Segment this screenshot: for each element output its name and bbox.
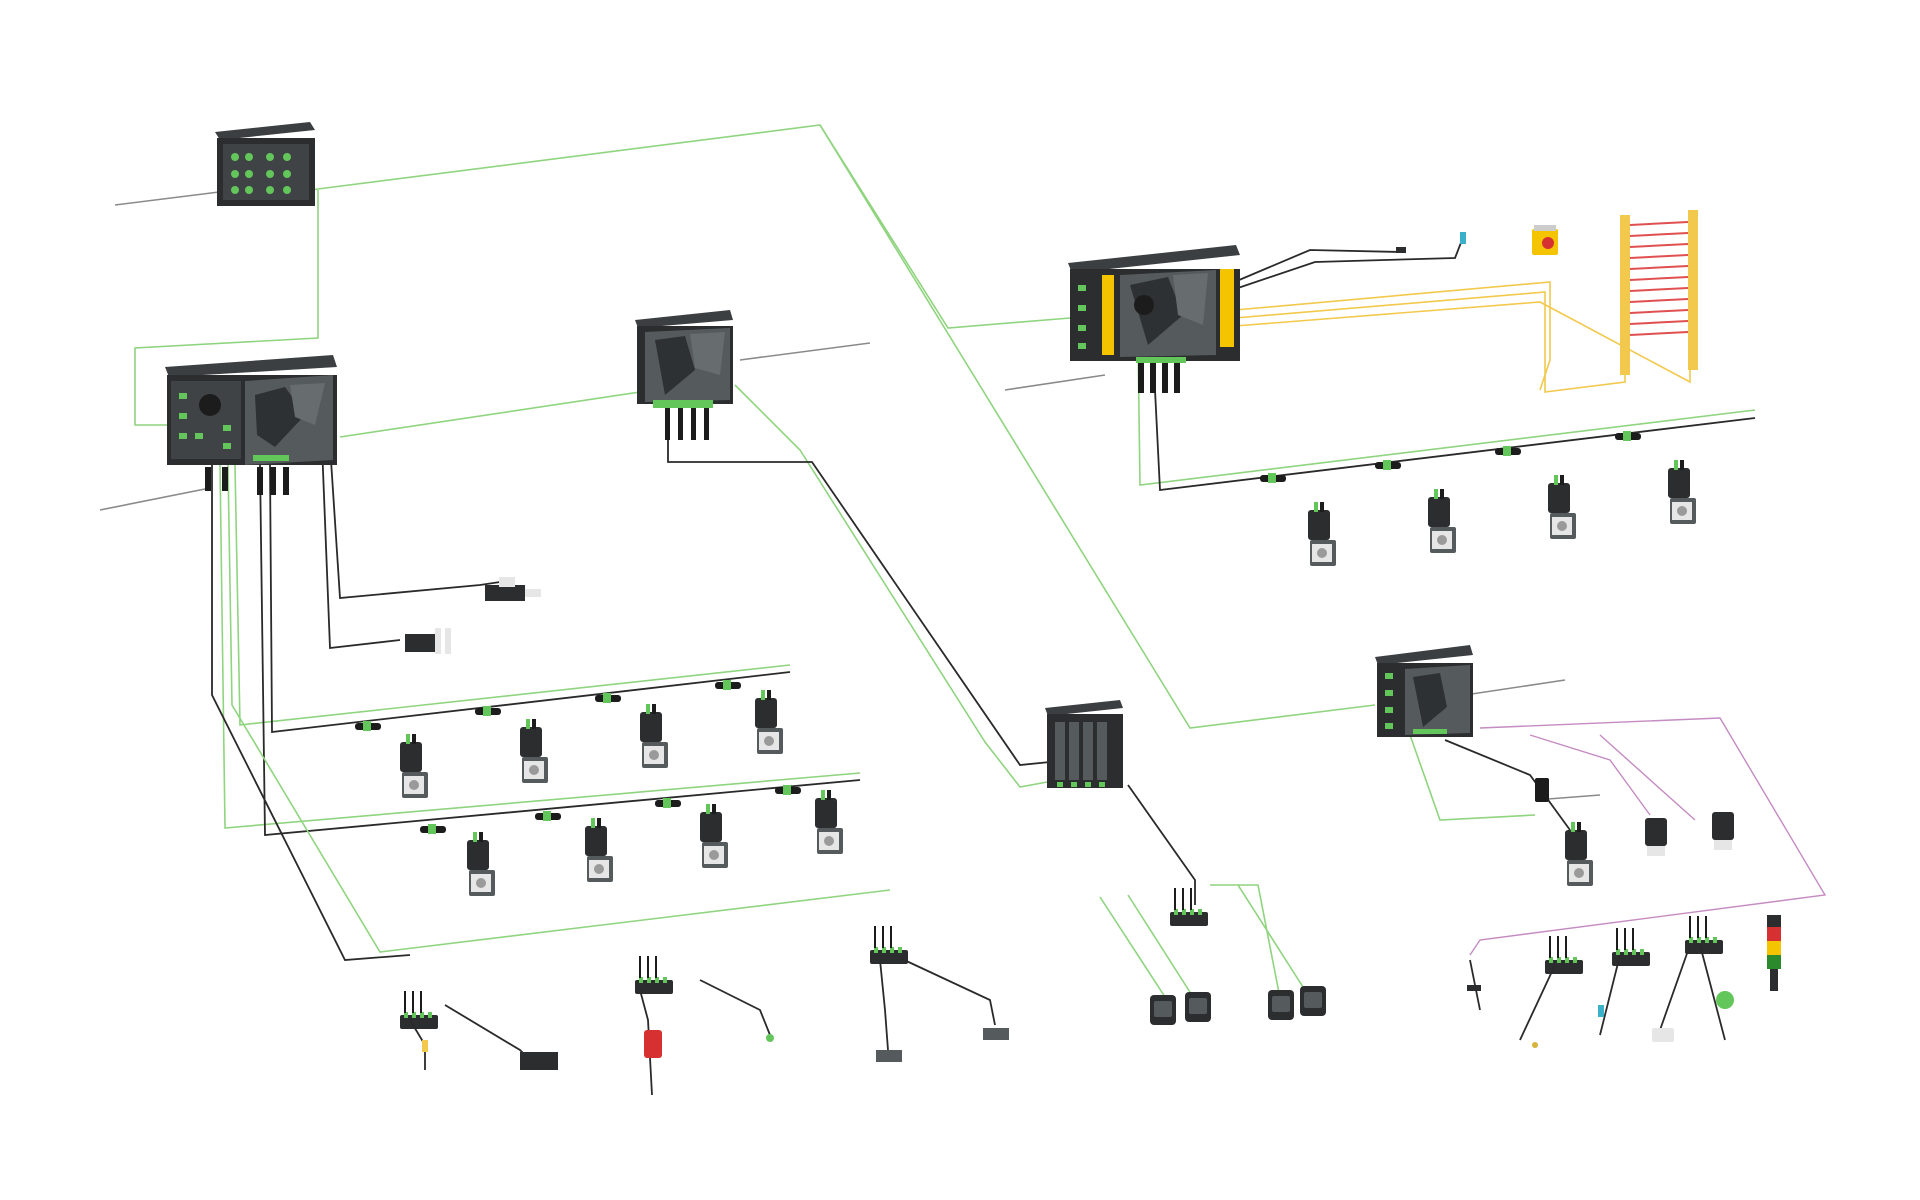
linear-actuator — [520, 1052, 558, 1070]
trunk-cable-safety — [1004, 374, 1106, 391]
ethernet-top-to-safety — [309, 124, 1071, 329]
trunk-cable-top-left — [114, 189, 236, 206]
cable-main-to-valve — [329, 444, 501, 599]
io-link-cable-drive-2 — [1599, 734, 1696, 821]
distribution-box — [876, 1050, 902, 1062]
ethernet-top-to-right-block — [819, 124, 1376, 729]
cable-main-to-gripper — [321, 444, 401, 650]
inline-module — [1535, 778, 1549, 802]
emergency-stop — [1532, 225, 1558, 255]
green-beacon — [1716, 991, 1734, 1009]
safety-cable-estop — [1234, 281, 1551, 391]
io-link-cable-right — [1469, 717, 1827, 956]
sensor-top-cyan — [1460, 232, 1466, 244]
main-controller — [165, 355, 337, 495]
photo-sensor-red — [644, 1030, 662, 1058]
trunk-cable-main — [99, 487, 211, 511]
hmi-panel — [1652, 1028, 1674, 1042]
stack-light — [1767, 915, 1781, 991]
trunk-cable-center — [739, 342, 871, 361]
ethernet-top-to-main — [134, 190, 319, 426]
cable-main-to-drive-row-2 — [259, 464, 861, 836]
ethernet-main-to-io-hubs — [227, 464, 891, 953]
io-hubs — [400, 888, 1723, 1029]
sensor-top-dark — [1396, 247, 1406, 253]
field-devices — [409, 957, 1009, 1096]
proximity-sensor-yellow — [422, 1040, 428, 1052]
cable-main-to-drive-row-1 — [269, 464, 791, 734]
safety-controller — [1068, 245, 1240, 393]
io-block-center — [635, 310, 733, 440]
gripper — [405, 628, 451, 654]
light-curtain — [1620, 210, 1698, 375]
ethernet-main-to-drive-row-1 — [234, 464, 791, 726]
indicator-green — [766, 1034, 774, 1042]
ethernet-main-to-drive-row-2 — [219, 464, 861, 829]
ethernet-right-block-loop — [1409, 734, 1536, 821]
io-block-top-left — [215, 122, 315, 206]
cable-safety-to-sensor — [1231, 239, 1463, 291]
pneumatic-valve — [485, 577, 541, 601]
trunk-cable-right-block — [1464, 679, 1566, 696]
io-block-right — [1375, 645, 1473, 737]
cable-main-to-io-hubs — [211, 465, 411, 961]
cable-safety-to-sensor-2 — [1231, 249, 1401, 284]
safety-cable-light-curtain-a — [1234, 291, 1626, 393]
ethernet-main-to-center — [339, 391, 641, 438]
cable-layer — [99, 124, 1827, 1001]
ethernet-safety-to-drives — [1137, 339, 1756, 486]
distribution-box-2 — [983, 1028, 1009, 1040]
servo-drives-io-link — [1535, 778, 1734, 886]
cable-safety-to-drives — [1152, 349, 1756, 492]
ethernet-connectors-a — [1099, 894, 1196, 1001]
io-link-devices — [1467, 944, 1734, 1048]
cable-mid-to-connector-hub — [1127, 784, 1196, 905]
cable-right-block-drive — [1444, 739, 1571, 831]
cable-center-to-mid — [667, 402, 1051, 766]
ethernet-center-to-mid — [734, 384, 1059, 788]
ethernet-connectors-b — [1210, 884, 1311, 999]
io-block-mid — [1045, 700, 1123, 788]
connectors-bottom — [1150, 986, 1326, 1025]
io-link-cable-drive — [1529, 734, 1651, 816]
sensor-tip — [1532, 1042, 1538, 1048]
inline-sensor — [1467, 985, 1481, 991]
sensor-cyan — [1598, 1005, 1604, 1017]
